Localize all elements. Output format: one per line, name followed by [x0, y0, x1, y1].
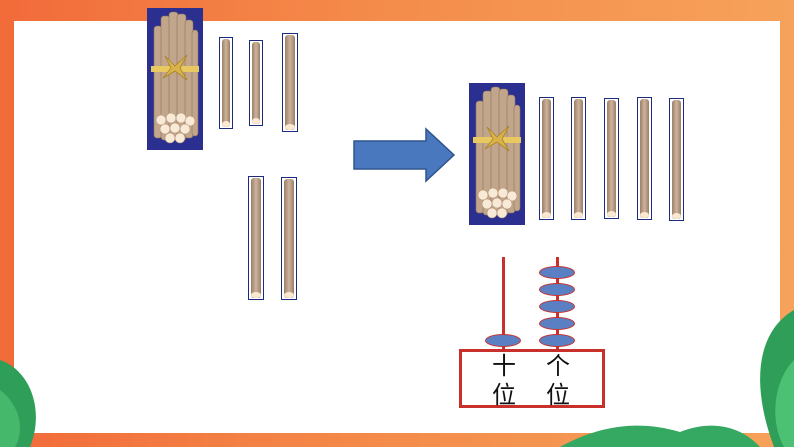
right-arrow-icon — [353, 127, 456, 183]
abacus-bead — [485, 334, 521, 347]
loose-stick — [249, 40, 263, 126]
ones-label-bottom: 位 — [546, 381, 570, 409]
tens-label-bottom: 位 — [492, 381, 516, 409]
leaf-decoration-bottom — [560, 425, 760, 447]
loose-stick — [571, 97, 586, 220]
bundle-icon — [473, 86, 521, 219]
place-value-box — [459, 349, 605, 408]
loose-stick — [281, 177, 297, 300]
bundle-of-ten-sticks — [469, 83, 525, 225]
loose-stick — [248, 176, 264, 300]
bundle-of-ten-sticks — [147, 8, 203, 150]
abacus-bead — [539, 300, 575, 313]
bundle-icon — [151, 11, 199, 144]
abacus-bead — [539, 266, 575, 279]
tens-label-top: 十 — [492, 352, 516, 380]
abacus-bead — [539, 317, 575, 330]
abacus-bead — [539, 283, 575, 296]
loose-stick — [539, 97, 554, 220]
loose-stick — [637, 97, 652, 220]
ones-label-top: 个 — [546, 352, 570, 380]
leaf-decoration-right — [760, 310, 794, 447]
loose-stick — [669, 98, 684, 221]
slide-board — [14, 21, 780, 433]
leaf-decoration-left — [0, 360, 36, 447]
loose-stick — [219, 37, 233, 129]
tens-rod — [502, 257, 505, 349]
loose-stick — [604, 98, 619, 219]
abacus-bead — [539, 334, 575, 347]
loose-stick — [282, 33, 298, 132]
